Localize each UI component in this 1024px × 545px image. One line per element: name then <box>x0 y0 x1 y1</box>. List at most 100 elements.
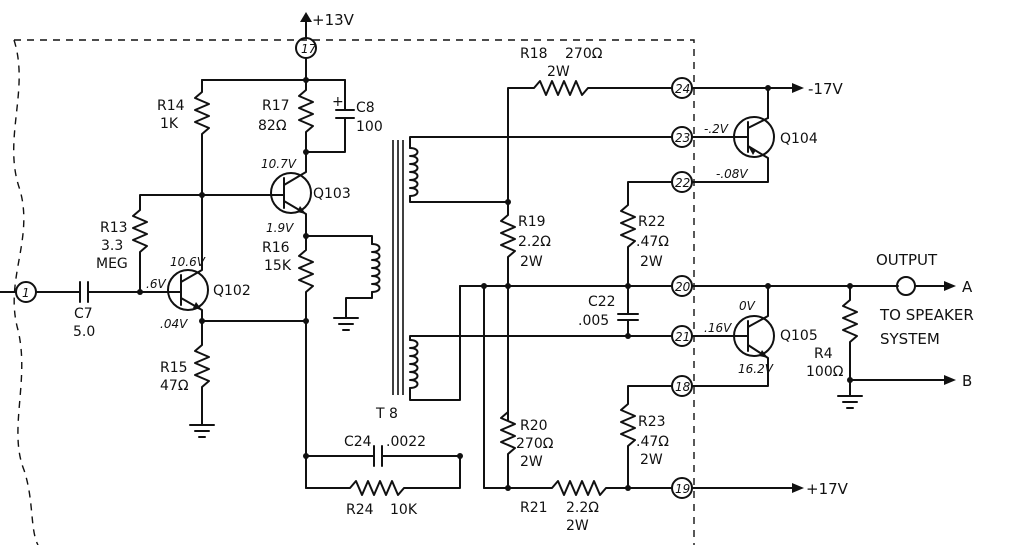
r19-resistor: R19 2.2Ω 2W <box>500 201 551 421</box>
terminal-18: 18 <box>671 375 693 397</box>
svg-text:2W: 2W <box>566 518 589 534</box>
terminal-24: 24 <box>671 77 693 99</box>
svg-text:C8: C8 <box>356 100 375 116</box>
r18-resistor: R18 270Ω 2W <box>507 46 673 203</box>
terminal-22: 22 <box>671 171 693 193</box>
supply-pos17v: +17V <box>691 480 849 498</box>
svg-text:R17: R17 <box>262 98 290 114</box>
svg-text:.47Ω: .47Ω <box>636 234 669 250</box>
svg-text:10.6V: 10.6V <box>170 255 206 269</box>
svg-text:Q103: Q103 <box>313 186 351 202</box>
r13-resistor: R13 3.3 MEG <box>96 194 203 293</box>
svg-text:21: 21 <box>675 330 690 344</box>
r20-resistor: R20 270Ω 2W <box>483 399 554 489</box>
output-terminal: OUTPUT A TO SPEAKER SYSTEM <box>876 251 974 348</box>
q105-transistor: Q105 0V .16V 16.2V <box>691 285 818 387</box>
svg-text:.47Ω: .47Ω <box>636 434 669 450</box>
supply-13v: +13V 17 <box>295 11 355 59</box>
r24-resistor: R24 10K <box>305 455 461 518</box>
svg-text:T 8: T 8 <box>375 406 398 422</box>
svg-text:2W: 2W <box>640 254 663 270</box>
svg-text:47Ω: 47Ω <box>160 378 189 394</box>
svg-text:OUTPUT: OUTPUT <box>876 251 938 269</box>
svg-text:10K: 10K <box>390 502 418 518</box>
svg-text:.04V: .04V <box>160 317 188 331</box>
c22-capacitor: C22 .005 <box>578 285 639 337</box>
svg-text:100: 100 <box>356 119 383 135</box>
svg-text:17: 17 <box>301 42 317 56</box>
svg-text:+13V: +13V <box>312 11 355 29</box>
svg-text:3.3: 3.3 <box>101 238 123 254</box>
svg-text:-.08V: -.08V <box>716 167 748 181</box>
t8-transformer: T 8 <box>375 140 419 422</box>
svg-text:R23: R23 <box>638 414 666 430</box>
svg-text:R16: R16 <box>262 240 290 256</box>
svg-text:.005: .005 <box>578 313 609 329</box>
terminal-20: 20 <box>671 275 693 297</box>
svg-text:270Ω: 270Ω <box>516 436 554 452</box>
svg-text:18: 18 <box>675 380 691 394</box>
supply-neg17v: -17V <box>767 80 843 98</box>
r21-resistor: R21 2.2Ω 2W <box>483 285 673 534</box>
svg-text:2.2Ω: 2.2Ω <box>518 234 551 250</box>
module-boundary <box>13 39 695 545</box>
svg-text:Q105: Q105 <box>780 328 818 344</box>
ground-icon <box>837 395 863 409</box>
svg-text:R15: R15 <box>160 360 188 376</box>
input-terminal: 1 <box>0 281 37 303</box>
c7-capacitor: C7 5.0 <box>35 281 169 340</box>
svg-text:100Ω: 100Ω <box>806 364 844 380</box>
terminal-23: 23 <box>671 126 693 148</box>
svg-text:2W: 2W <box>520 454 543 470</box>
svg-text:23: 23 <box>675 131 690 145</box>
svg-text:24: 24 <box>675 82 690 96</box>
wire-t8-q104 <box>409 136 673 203</box>
r17-resistor: R17 82Ω <box>258 79 314 153</box>
terminal-21: 21 <box>671 325 693 347</box>
wire-t8-q105 <box>409 285 673 401</box>
svg-text:270Ω: 270Ω <box>565 46 603 62</box>
svg-text:22: 22 <box>675 176 690 190</box>
svg-text:Q102: Q102 <box>213 283 251 299</box>
r14-resistor: R14 1K <box>157 79 210 196</box>
svg-text:C22: C22 <box>588 294 616 310</box>
coupling-coil <box>305 235 381 331</box>
svg-text:15K: 15K <box>264 258 292 274</box>
svg-text:.16V: .16V <box>704 321 732 335</box>
svg-text:1: 1 <box>22 286 30 300</box>
svg-text:R20: R20 <box>520 418 548 434</box>
output-b: B <box>849 372 972 390</box>
svg-text:10.7V: 10.7V <box>261 157 297 171</box>
svg-text:5.0: 5.0 <box>73 324 95 340</box>
r4-resistor: R4 100Ω <box>806 285 858 397</box>
svg-text:+17V: +17V <box>806 480 849 498</box>
svg-text:0V: 0V <box>739 299 756 313</box>
svg-text:-17V: -17V <box>808 80 843 98</box>
q103-transistor: Q103 10.7V 1.9V <box>201 151 351 241</box>
ground-icon <box>189 424 215 438</box>
svg-text:1K: 1K <box>160 116 179 132</box>
terminal-19: 19 <box>671 477 693 499</box>
svg-text:2W: 2W <box>640 452 663 468</box>
top-rail <box>201 57 346 81</box>
svg-text:19: 19 <box>675 482 690 496</box>
r23-resistor: R23 .47Ω 2W <box>620 385 673 489</box>
svg-text:R19: R19 <box>518 214 546 230</box>
svg-text:+: + <box>332 94 344 110</box>
q104-transistor: Q104 -.2V -.08V <box>691 87 818 183</box>
c24-capacitor: C24 .0022 <box>305 434 461 467</box>
svg-text:SYSTEM: SYSTEM <box>880 330 940 348</box>
svg-text:2W: 2W <box>520 254 543 270</box>
svg-text:MEG: MEG <box>96 256 128 272</box>
svg-text:-.2V: -.2V <box>704 122 729 136</box>
c8-capacitor: + C8 100 <box>305 79 383 153</box>
svg-text:R14: R14 <box>157 98 185 114</box>
svg-text:C7: C7 <box>74 306 93 322</box>
svg-text:B: B <box>962 372 972 390</box>
svg-text:R4: R4 <box>814 346 833 362</box>
svg-text:Q104: Q104 <box>780 131 818 147</box>
svg-text:R21: R21 <box>520 500 548 516</box>
svg-text:2W: 2W <box>547 64 570 80</box>
r16-resistor: R16 15K <box>262 239 314 489</box>
